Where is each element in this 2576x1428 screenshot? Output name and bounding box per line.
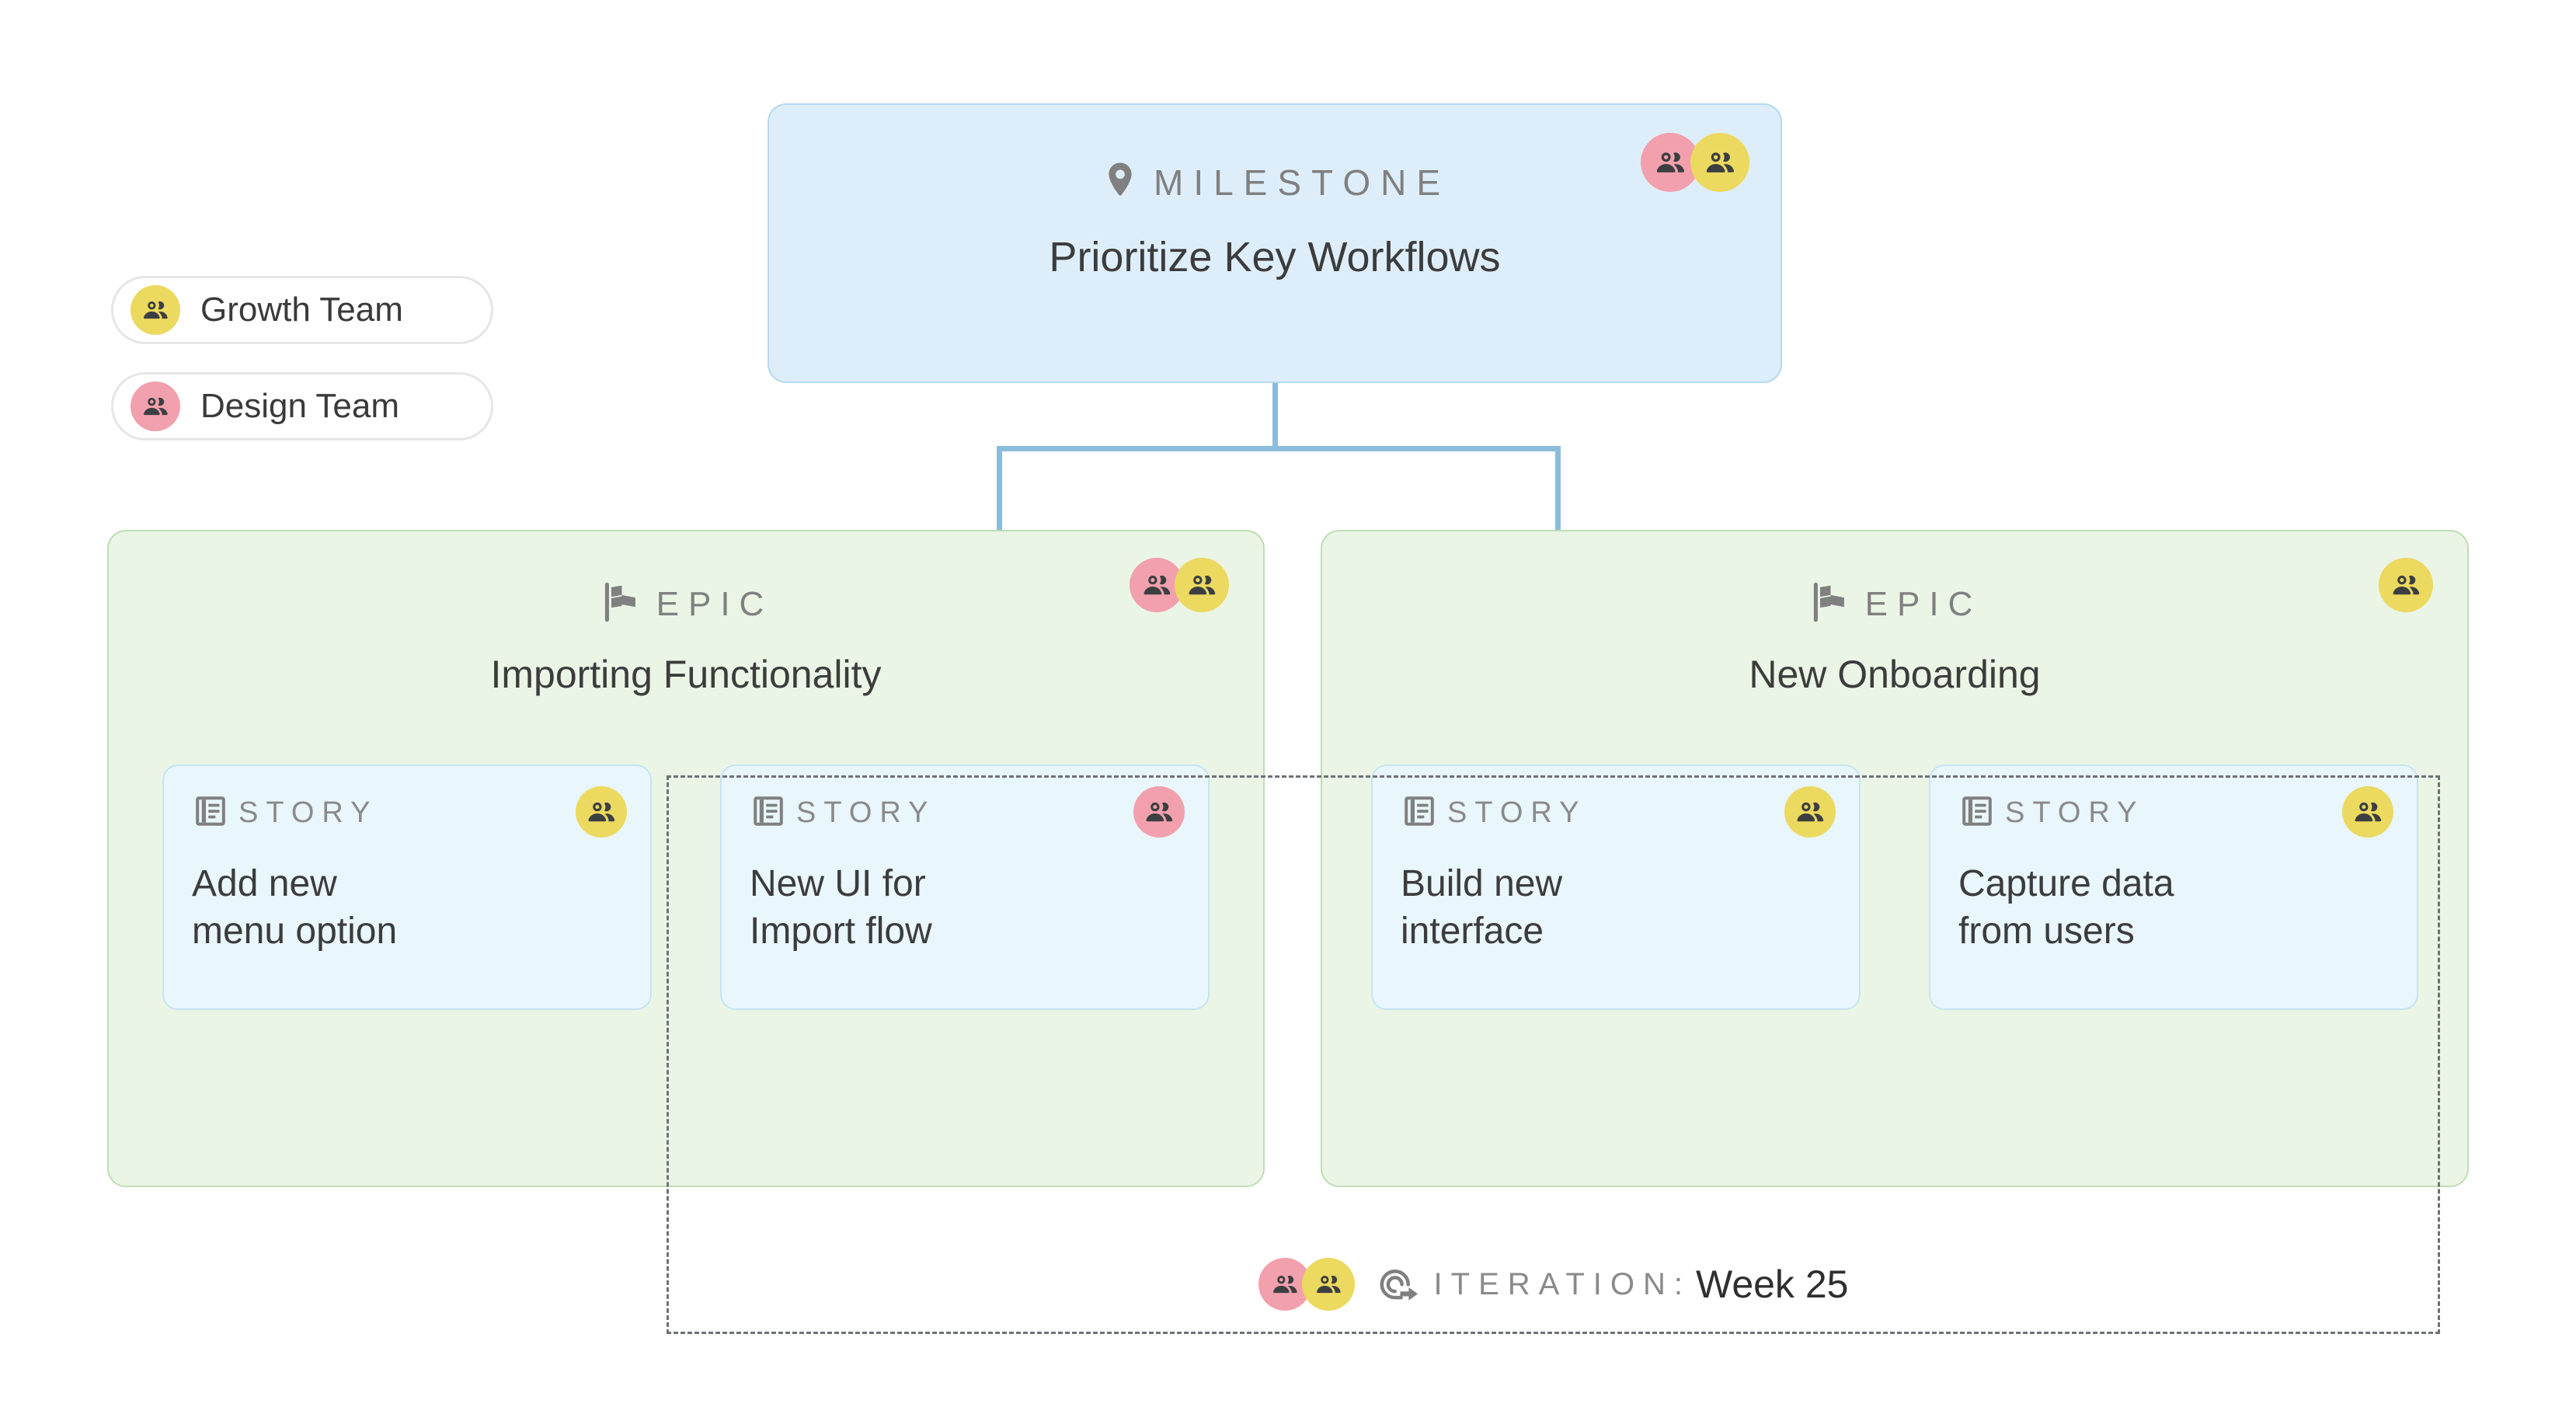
story-avatars bbox=[2342, 786, 2393, 838]
iteration-cycle-icon bbox=[1375, 1260, 1423, 1308]
story-avatars bbox=[1133, 786, 1185, 838]
story-title: New UI for Import flow bbox=[750, 863, 932, 953]
legend-item-label: Design Team bbox=[200, 387, 399, 425]
story-kicker: STORY bbox=[796, 796, 936, 829]
story-icon bbox=[1401, 792, 1438, 834]
users-icon bbox=[1175, 558, 1229, 612]
connector-vertical-trunk bbox=[1272, 383, 1278, 451]
legend-item-design-team[interactable]: Design Team bbox=[111, 372, 493, 441]
map-pin-icon bbox=[1099, 159, 1141, 205]
milestone-card[interactable]: MILESTONE Prioritize Key Workflows bbox=[768, 103, 1782, 383]
users-icon bbox=[2342, 786, 2393, 838]
story-title: Capture data from users bbox=[1958, 863, 2174, 953]
users-icon bbox=[1641, 133, 1700, 192]
users-icon bbox=[131, 381, 180, 431]
story-row: STORY Build new interface STORY Capture … bbox=[1322, 765, 2467, 1010]
story-icon bbox=[750, 792, 787, 834]
epic-card-importing-functionality[interactable]: EPIC Importing Functionality STORY Add n… bbox=[107, 530, 1265, 1187]
epic-kicker: EPIC bbox=[1864, 584, 1982, 623]
story-card-capture-data-from-users[interactable]: STORY Capture data from users bbox=[1929, 765, 2418, 1010]
story-icon bbox=[1958, 792, 1996, 834]
story-card-build-new-interface[interactable]: STORY Build new interface bbox=[1371, 765, 1861, 1010]
users-icon bbox=[1133, 786, 1185, 838]
story-kicker-row: STORY bbox=[1401, 792, 1831, 834]
milestone-kicker-row: MILESTONE bbox=[769, 159, 1781, 205]
users-icon bbox=[2379, 558, 2433, 612]
story-kicker: STORY bbox=[238, 796, 378, 829]
epic-card-new-onboarding[interactable]: EPIC New Onboarding STORY Build new inte… bbox=[1321, 530, 2469, 1187]
story-kicker-row: STORY bbox=[750, 792, 1180, 834]
users-icon bbox=[576, 786, 627, 838]
story-icon bbox=[192, 792, 229, 834]
iteration-avatars bbox=[1258, 1258, 1355, 1311]
users-icon bbox=[1690, 133, 1749, 192]
story-kicker-row: STORY bbox=[1958, 792, 2389, 834]
milestone-kicker: MILESTONE bbox=[1154, 162, 1450, 203]
story-kicker-row: STORY bbox=[192, 792, 622, 834]
story-avatars bbox=[1784, 786, 1836, 838]
users-icon bbox=[131, 285, 180, 335]
epic-title: New Onboarding bbox=[1749, 653, 2041, 696]
iteration-footer[interactable]: ITERATION: Week 25 bbox=[667, 1242, 2440, 1327]
epic-avatars bbox=[1130, 558, 1229, 612]
connector-left-drop bbox=[997, 446, 1002, 531]
connector-right-drop bbox=[1555, 446, 1561, 531]
iteration-kicker: ITERATION: bbox=[1433, 1266, 1692, 1301]
milestone-avatars bbox=[1641, 133, 1749, 192]
story-title: Add new menu option bbox=[192, 863, 398, 953]
legend-item-growth-team[interactable]: Growth Team bbox=[111, 276, 493, 344]
connector-horizontal-bar bbox=[997, 446, 1561, 451]
epic-title: Importing Functionality bbox=[490, 653, 882, 696]
story-title: Build new interface bbox=[1401, 863, 1563, 953]
legend-item-label: Growth Team bbox=[200, 291, 403, 329]
users-icon bbox=[1784, 786, 1836, 838]
users-icon bbox=[1301, 1258, 1355, 1311]
flag-icon bbox=[599, 580, 644, 629]
story-kicker: STORY bbox=[2005, 796, 2145, 829]
story-row: STORY Add new menu option STORY New UI f… bbox=[109, 765, 1263, 1010]
epic-kicker: EPIC bbox=[656, 584, 774, 623]
team-legend: Growth Team Design Team bbox=[111, 276, 493, 468]
epic-kicker-row: EPIC bbox=[109, 580, 1263, 629]
story-card-add-new-menu-option[interactable]: STORY Add new menu option bbox=[162, 765, 652, 1010]
story-card-new-ui-for-import-flow[interactable]: STORY New UI for Import flow bbox=[720, 765, 1210, 1010]
flag-icon bbox=[1808, 580, 1853, 629]
iteration-value: Week 25 bbox=[1696, 1263, 1849, 1306]
story-avatars bbox=[576, 786, 627, 838]
milestone-title: Prioritize Key Workflows bbox=[1049, 234, 1501, 280]
story-kicker: STORY bbox=[1447, 796, 1587, 829]
epic-avatars bbox=[2379, 558, 2433, 612]
epic-kicker-row: EPIC bbox=[1322, 580, 2467, 629]
